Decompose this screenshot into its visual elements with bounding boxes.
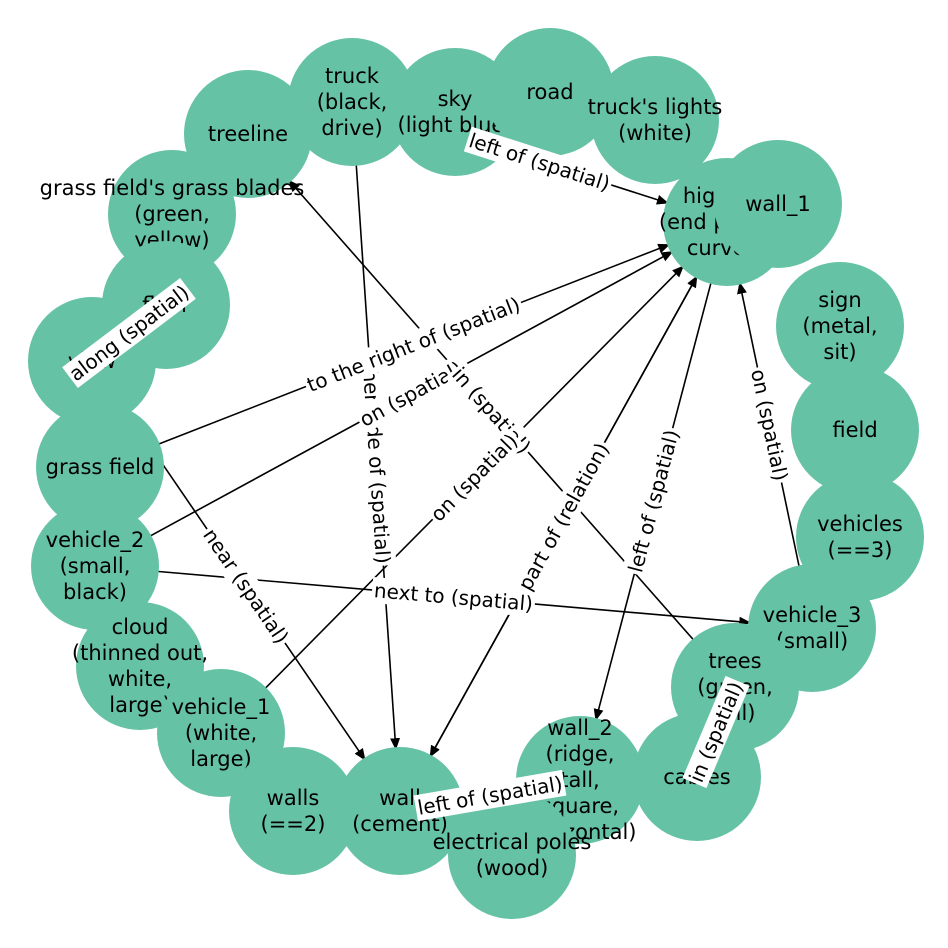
node-label-line: white, [108, 667, 172, 691]
node-label-line: truck [325, 64, 380, 88]
node-circle [184, 70, 312, 198]
edge-label-group: other side of (spatial) [355, 346, 397, 567]
node-label-line: vehicle_3 [763, 603, 862, 628]
node-circle [448, 791, 576, 919]
node-label-line: (ridge, [546, 742, 615, 766]
edge-label-background [371, 577, 536, 617]
edge-label-group: part of (relation) [511, 436, 616, 597]
edge-label: near (spatial) [198, 524, 293, 648]
node-label-line: wall [379, 786, 421, 810]
node-treeline: treeline [184, 70, 312, 198]
node-label-line: tall, [560, 768, 599, 792]
edge-label: on (spatial) [746, 367, 793, 483]
edge-label: other side of (spatial) [357, 349, 395, 565]
node-label-line: grass field's grass blades [40, 176, 305, 200]
node-label-line: (black, [317, 90, 388, 114]
node-grass_blades: grass field's grass blades(green,yellow) [40, 150, 305, 278]
node-trucks_lights: truck's lights(white) [588, 56, 723, 184]
node-road: road [486, 28, 614, 156]
node-label-line: (metal, [802, 314, 877, 338]
edge-label-group: left of (spatial) [621, 424, 686, 578]
node-label-line: treeline [208, 122, 288, 146]
node-sign: sign(metal,sit) [776, 262, 904, 390]
node-label-line: sign [818, 288, 861, 312]
edge-label-background [463, 126, 616, 198]
node-label-line: walls [267, 786, 320, 810]
node-label-line: vehicles [817, 512, 903, 536]
node-label-line: (==3) [828, 538, 893, 562]
node-label-line: (small) [776, 629, 848, 653]
node-circle [229, 747, 357, 875]
edge-label-background [62, 277, 196, 389]
node-label-line: (small, [60, 554, 131, 578]
node-label-line: vehicle_1 [172, 695, 271, 720]
node-label-line: (white, [185, 721, 257, 745]
edge-label-background [682, 675, 750, 789]
node-circle [288, 38, 416, 166]
edge-label-background [355, 346, 397, 567]
node-label-line: wall_2 [547, 716, 613, 741]
edge-label: left of (spatial) [623, 427, 684, 575]
nodes-layer: truck(black,drive)sky(light blue)roadtru… [28, 28, 924, 919]
edge-label-group: on (spatial) [744, 364, 795, 486]
edge-label-background [301, 290, 526, 399]
node-truck: truck(black,drive) [288, 38, 416, 166]
edge-label: next to (spatial) [373, 578, 534, 616]
node-label-line: black) [63, 580, 127, 604]
edge-label-background [196, 521, 296, 651]
node-label-line: (thinned out, [72, 641, 208, 665]
node-label-line: drive) [321, 116, 382, 140]
node-label-line: road [526, 80, 573, 104]
node-circle [36, 403, 164, 531]
edge-label-background [744, 364, 795, 486]
node-wall_1: wall_1 [714, 140, 842, 268]
node-circle [108, 150, 236, 278]
node-circle [776, 262, 904, 390]
node-label-line: large) [190, 747, 251, 771]
node-circle [31, 502, 159, 630]
edge-label-background [353, 354, 469, 434]
edge-label-group: next to (spatial) [371, 577, 536, 617]
node-vehicle_2: vehicle_2(small,black) [31, 502, 159, 630]
edge-label-background [511, 436, 616, 597]
node-circle [714, 140, 842, 268]
node-label-line: (green, [134, 202, 210, 226]
node-label-line: field [832, 418, 877, 442]
edge-label-background [621, 424, 686, 578]
node-label-line: vehicle_2 [46, 528, 145, 553]
node-label-line: sky [438, 87, 473, 111]
edge-label-group: near (spatial) [196, 521, 296, 651]
node-label-line: sit) [823, 340, 856, 364]
node-electrical_poles: electrical poles(wood) [433, 791, 592, 919]
node-label-line: cloud [112, 615, 169, 639]
node-circle [591, 56, 719, 184]
node-walls: walls(==2) [229, 747, 357, 875]
node-label-line: (white) [618, 121, 692, 145]
node-circle [486, 28, 614, 156]
node-label-line: trees [708, 649, 761, 673]
edge-label-group: on (spatial) [423, 426, 525, 529]
node-label-line: electrical poles [433, 830, 592, 854]
node-grass_field: grass field [36, 403, 164, 531]
node-label-line: grass field [46, 455, 155, 479]
node-label-line: truck's lights [588, 95, 723, 119]
node-label-line: wall_1 [745, 192, 811, 217]
node-label-line: (==2) [261, 812, 326, 836]
node-circle [336, 747, 464, 875]
node-circle [791, 366, 919, 494]
node-field: field [791, 366, 919, 494]
edge-label: part of (relation) [513, 439, 614, 595]
edge-label-background [423, 426, 525, 529]
edge-label: on (spatial) [426, 429, 523, 527]
node-label-line: (wood) [476, 856, 549, 880]
edge-label-background [413, 769, 567, 822]
